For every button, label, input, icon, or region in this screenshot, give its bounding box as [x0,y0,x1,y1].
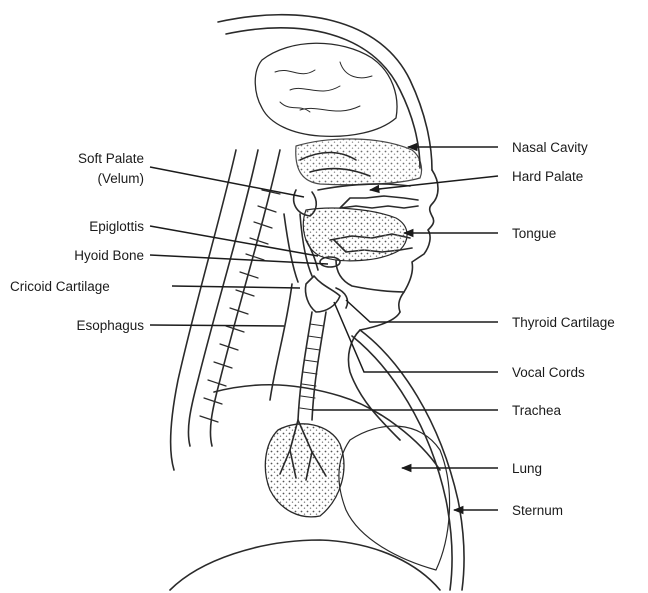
label-nasal-cavity: Nasal Cavity [512,139,588,156]
label-esophagus: Esophagus [20,317,144,334]
label-soft-palate: Soft Palate [20,150,144,167]
trachea [298,312,326,420]
leader-hyoid [150,255,328,264]
thyroid-cartilage [336,288,348,308]
label-cricoid-cartilage: Cricoid Cartilage [10,278,110,295]
label-trachea: Trachea [512,402,561,419]
label-hard-palate: Hard Palate [512,168,583,185]
lung-right [339,426,450,570]
esophagus [270,284,292,400]
label-thyroid-cartilage: Thyroid Cartilage [512,314,615,331]
neck-front [348,312,400,440]
label-velum: (Velum) [20,170,144,187]
label-vocal-cords: Vocal Cords [512,364,585,381]
back-outline [171,150,236,470]
tongue [303,208,407,261]
label-epiglottis: Epiglottis [20,218,144,235]
spine-front [210,150,280,446]
nasal-cavity [296,139,422,185]
label-tongue: Tongue [512,225,556,242]
leader-soft-palate [150,167,304,197]
larynx [305,276,340,312]
sternum [360,330,464,590]
leader-esophagus [150,325,284,326]
leader-thyroid [346,300,498,322]
leader-epiglottis [150,226,318,256]
leader-cricoid [172,286,300,288]
upper-teeth [340,196,418,208]
lung-left [265,424,344,517]
abdomen-line [170,540,440,590]
label-hyoid-bone: Hyoid Bone [20,247,144,264]
label-sternum: Sternum [512,502,563,519]
label-lung: Lung [512,460,542,477]
jaw [336,260,404,292]
